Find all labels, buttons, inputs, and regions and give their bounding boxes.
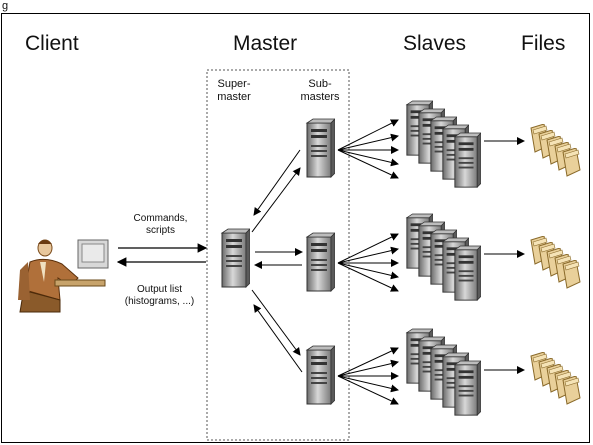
files-folder-middle-icon xyxy=(530,236,581,289)
client-person-icon xyxy=(18,239,109,313)
fan-arrows-bottom xyxy=(337,347,399,405)
label-super-master: Super- master xyxy=(217,78,251,103)
header-files: Files xyxy=(521,32,566,55)
label-output: Output list (histograms, ...) xyxy=(124,284,195,307)
header-master: Master xyxy=(233,32,298,55)
label-commands: Commands, scripts xyxy=(133,213,188,236)
header-client: Client xyxy=(25,32,79,55)
arrow-sub-bottom-to-super xyxy=(253,304,303,373)
slave-cluster-bottom-icon xyxy=(406,328,481,416)
label-sub-masters: Sub- masters xyxy=(300,78,340,103)
sub-master-bottom-server-icon xyxy=(306,345,335,405)
slave-cluster-middle-icon xyxy=(406,213,481,301)
fan-arrows-top xyxy=(337,119,399,179)
files-folder-top-icon xyxy=(530,124,581,177)
arrow-sub-top-to-super xyxy=(253,149,301,216)
fan-arrows-middle xyxy=(337,233,399,292)
arrow-super-to-sub-bottom xyxy=(251,289,301,356)
figure-border xyxy=(1,13,590,443)
slave-cluster-top-icon xyxy=(406,100,481,188)
sub-master-top-server-icon xyxy=(306,118,335,178)
top-left-glyph: g xyxy=(2,0,9,12)
header-slaves: Slaves xyxy=(403,32,467,55)
files-folder-bottom-icon xyxy=(530,352,581,405)
sub-master-middle-server-icon xyxy=(306,232,335,292)
arrow-super-to-sub-top xyxy=(251,167,301,233)
super-master-server-icon xyxy=(221,228,250,288)
